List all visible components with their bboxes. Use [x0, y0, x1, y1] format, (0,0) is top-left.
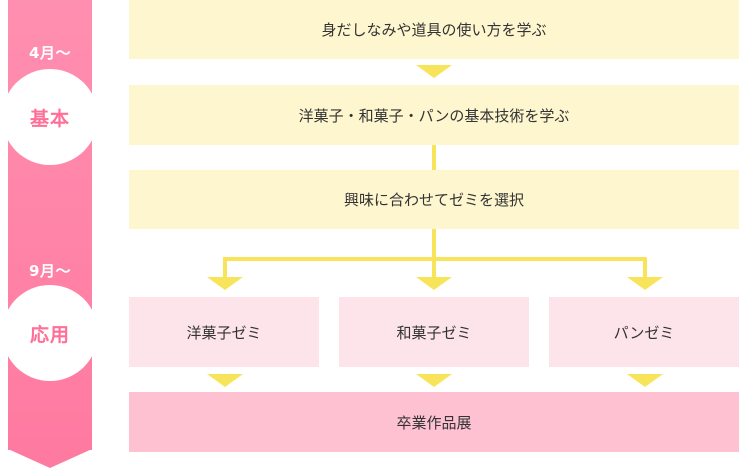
connector-line-right: [643, 257, 647, 277]
seminar-box-bread: パンゼミ: [549, 297, 739, 367]
timeline-arrow-tip: [8, 449, 92, 468]
down-arrow-1: [416, 65, 452, 78]
phase-label-applied: 応用: [29, 323, 70, 346]
down-arrow-final-center: [416, 374, 452, 387]
connector-line-horizontal: [223, 257, 647, 261]
phase-circle-basic: 基本: [2, 69, 98, 165]
seminar-label-bread: パンゼミ: [613, 323, 675, 342]
step-label-grooming-tools: 身だしなみや道具の使い方を学ぶ: [321, 21, 547, 39]
connector-line-trunk: [432, 229, 436, 277]
final-box-graduation-exhibition: 卒業作品展: [129, 392, 739, 452]
final-label-graduation-exhibition: 卒業作品展: [396, 413, 472, 432]
down-arrow-branch-center: [416, 277, 452, 290]
down-arrow-final-right: [627, 374, 663, 387]
step-label-basic-techniques: 洋菓子・和菓子・パンの基本技術を学ぶ: [298, 106, 570, 125]
down-arrow-branch-left: [207, 277, 243, 290]
step-box-grooming-tools: 身だしなみや道具の使い方を学ぶ: [129, 0, 739, 59]
step-label-choose-seminar: 興味に合わせてゼミを選択: [343, 191, 524, 209]
down-arrow-final-left: [207, 374, 243, 387]
seminar-label-japanese-confectionery: 和菓子ゼミ: [396, 323, 472, 342]
connector-line-left: [223, 257, 227, 277]
seminar-box-japanese-confectionery: 和菓子ゼミ: [339, 297, 529, 367]
period-label-september: 9月～: [29, 262, 71, 280]
step-box-basic-techniques: 洋菓子・和菓子・パンの基本技術を学ぶ: [129, 85, 739, 145]
seminar-box-western-confectionery: 洋菓子ゼミ: [129, 297, 319, 367]
phase-label-basic: 基本: [29, 107, 70, 130]
down-arrow-branch-right: [627, 277, 663, 290]
connector-line-1: [432, 145, 436, 170]
period-label-april: 4月～: [29, 44, 71, 62]
timeline-bar: [8, 0, 92, 450]
phase-circle-applied: 応用: [2, 285, 98, 381]
seminar-label-western-confectionery: 洋菓子ゼミ: [186, 323, 262, 342]
step-box-choose-seminar: 興味に合わせてゼミを選択: [129, 170, 739, 229]
